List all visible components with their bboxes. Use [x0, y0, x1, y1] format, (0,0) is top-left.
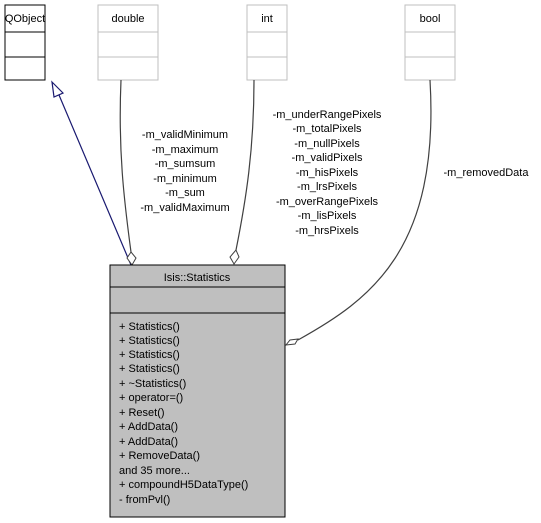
edge-label: -m_nullPixels	[294, 138, 360, 150]
class-int[interactable]: int	[246, 4, 288, 81]
edge-label: -m_overRangePixels	[276, 196, 379, 208]
aggregation-diamond-icon	[229, 249, 240, 265]
edge-label: -m_sum	[165, 187, 205, 199]
inheritance-arrowhead-icon	[51, 80, 65, 98]
method-item: + operator=()	[119, 392, 183, 404]
edge-labels-double: -m_validMinimum -m_maximum -m_sumsum -m_…	[140, 129, 229, 214]
class-qobject[interactable]: QObject	[4, 4, 46, 81]
edge-label: -m_validMinimum	[142, 129, 228, 141]
class-qobject-name: QObject	[5, 13, 45, 25]
edge-label: -m_maximum	[152, 144, 219, 156]
method-item: + Statistics()	[119, 335, 180, 347]
method-item: and 35 more...	[119, 465, 190, 477]
method-item: + Statistics()	[119, 321, 180, 333]
edge-label: -m_hrsPixels	[295, 225, 359, 237]
class-statistics-name: Isis::Statistics	[164, 272, 231, 284]
edge-labels-bool: -m_removedData	[444, 167, 530, 179]
edge-label: -m_removedData	[444, 167, 530, 179]
class-int-name: int	[261, 13, 273, 25]
edge-label: -m_validMaximum	[140, 202, 229, 214]
edge-label: -m_totalPixels	[292, 123, 362, 135]
method-item: + ~Statistics()	[119, 378, 186, 390]
method-item: + AddData()	[119, 421, 178, 433]
edge-label: -m_validPixels	[292, 152, 363, 164]
class-double-name: double	[111, 13, 144, 25]
inheritance-edge-qobject	[51, 80, 132, 266]
association-edge-double	[119, 79, 137, 266]
edge-label: -m_lrsPixels	[297, 181, 357, 193]
class-statistics[interactable]: Isis::Statistics + Statistics() + Statis…	[109, 264, 286, 518]
edge-label: -m_lisPixels	[298, 210, 357, 222]
association-edge-int	[229, 79, 255, 265]
method-item: + Statistics()	[119, 349, 180, 361]
method-item: + RemoveData()	[119, 450, 200, 462]
edge-label: -m_underRangePixels	[273, 109, 382, 121]
method-item: + AddData()	[119, 436, 178, 448]
edge-labels-int: -m_underRangePixels -m_totalPixels -m_nu…	[273, 109, 382, 237]
method-item: + Reset()	[119, 407, 165, 419]
edge-label: -m_sumsum	[155, 158, 216, 170]
method-item: + Statistics()	[119, 363, 180, 375]
method-list: + Statistics() + Statistics() + Statisti…	[119, 321, 248, 506]
class-bool[interactable]: bool	[404, 4, 456, 81]
edge-label: -m_minimum	[153, 173, 217, 185]
edge-label: -m_hisPixels	[296, 167, 359, 179]
aggregation-diamond-icon	[126, 251, 137, 266]
aggregation-diamond-icon	[284, 338, 299, 346]
method-item: + compoundH5DataType()	[119, 479, 248, 491]
association-edge-bool	[284, 79, 432, 346]
class-double[interactable]: double	[97, 4, 159, 81]
class-bool-name: bool	[420, 13, 441, 25]
method-item: - fromPvl()	[119, 494, 170, 506]
